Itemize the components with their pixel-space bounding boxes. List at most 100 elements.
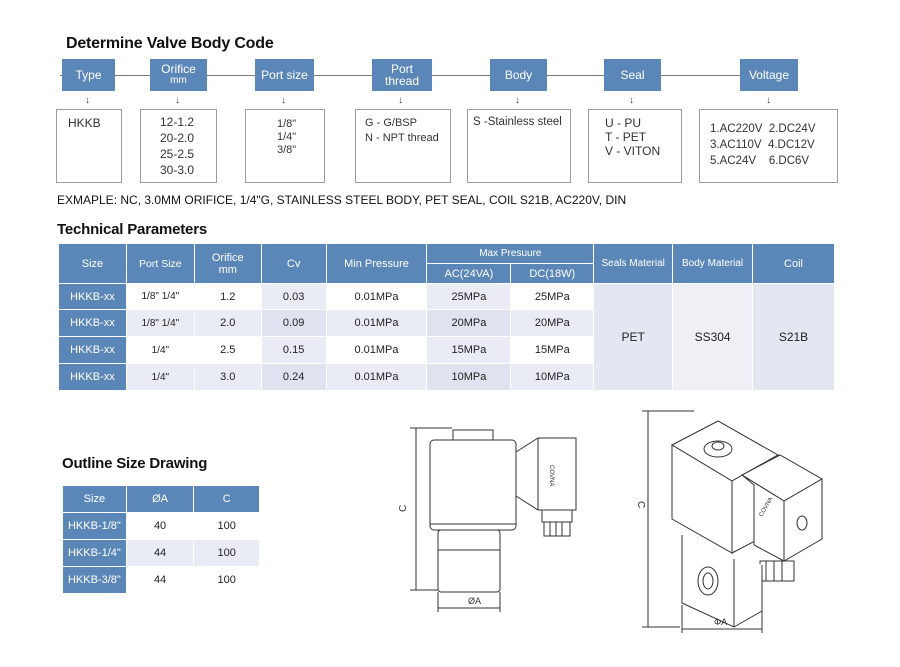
dim-a-label: ØA — [468, 596, 481, 606]
code-options-voltage: 1.AC220V 2.DC24V 3.AC110V 4.DC12V 5.AC24… — [699, 109, 838, 183]
option-orifice-0: 12-1.2 — [160, 115, 195, 129]
code-header-seal: Seal — [604, 59, 661, 91]
cell-outline-size: HKKB-3/8" — [62, 566, 127, 594]
cell-cv: 0.24 — [260, 363, 327, 391]
th-orifice-unit: mm — [218, 263, 237, 276]
option-orifice-1: 20-2.0 — [160, 131, 195, 145]
option-voltage-row-2: 5.AC24V 6.DC6V — [710, 153, 837, 169]
table-row: HKKB-1/4" 44 100 — [62, 539, 260, 567]
example-text: EXMAPLE: NC, 3.0MM ORIFICE, 1/4"G, STAIN… — [57, 193, 627, 207]
arrow-down-icon: ↓ — [766, 95, 771, 106]
code-header-port-thread: Port thread — [372, 59, 432, 91]
cell-orifice: 2.5 — [193, 336, 262, 364]
table-row: HKKB-xx 1/4" 2.5 0.15 0.01MPa 15MPa 15MP… — [58, 336, 835, 364]
cell-cv: 0.15 — [260, 336, 327, 364]
cell-ac: 15MPa — [426, 336, 512, 364]
cell-min: 0.01MPa — [325, 283, 428, 310]
table-row: HKKB-1/8" 40 100 — [62, 512, 260, 540]
section-title-tech: Technical Parameters — [57, 221, 207, 238]
cell-outline-a: 44 — [125, 566, 195, 594]
cell-ac: 25MPa — [426, 283, 512, 310]
dim-c-label: C — [398, 505, 409, 512]
code-options-port-thread: G - G/BSP N - NPT thread — [355, 109, 451, 183]
code-header-body: Body — [490, 59, 547, 91]
cell-size: HKKB-xx — [58, 363, 127, 391]
cell-min: 0.01MPa — [325, 336, 428, 364]
option-port-size-0: 1/8" — [277, 118, 297, 130]
code-options-orifice: 12-1.2 20-2.0 25-2.5 30-3.0 — [140, 109, 217, 183]
arrow-down-icon: ↓ — [629, 95, 634, 106]
th-dc: DC(18W) — [510, 263, 595, 284]
option-voltage-2: 2.DC24V — [768, 123, 816, 135]
option-port-size-2: 3/8" — [277, 144, 297, 156]
cell-min: 0.01MPa — [325, 309, 428, 337]
option-orifice-2: 25-2.5 — [160, 147, 195, 161]
cell-seals: PET — [593, 283, 674, 391]
cell-outline-c: 100 — [193, 539, 260, 567]
dim-c-label-iso: C — [635, 501, 646, 508]
code-header-port-thread-1: Port — [390, 62, 413, 76]
cell-outline-c: 100 — [193, 512, 260, 540]
option-seal-0: U - PU — [605, 116, 641, 130]
cell-outline-c: 100 — [193, 566, 260, 594]
code-header-voltage: Voltage — [740, 59, 798, 91]
cell-size: HKKB-xx — [58, 336, 127, 364]
code-header-type: Type — [62, 59, 115, 91]
arrow-down-icon: ↓ — [85, 95, 90, 106]
cell-min: 0.01MPa — [325, 363, 428, 391]
code-header-orifice-label: Orifice — [161, 62, 196, 76]
option-port-thread-0: G - G/BSP — [365, 117, 417, 129]
option-type-0: HKKB — [68, 116, 101, 130]
option-voltage-row-0: 1.AC220V 2.DC24V — [710, 121, 837, 137]
cell-cv: 0.03 — [260, 283, 327, 310]
code-options-seal: U - PU T - PET V - VITON — [588, 109, 682, 183]
dim-phi-a-label: ΦA — [714, 617, 727, 627]
option-voltage-3: 3.AC110V — [710, 139, 762, 151]
cell-outline-a: 40 — [125, 512, 195, 540]
option-port-thread-1: N - NPT thread — [365, 132, 439, 144]
cell-coil: S21B — [752, 283, 835, 391]
cell-port: 1/8" 1/4" — [125, 283, 195, 310]
cell-cv: 0.09 — [260, 309, 327, 337]
cell-port: 1/4" — [125, 363, 195, 391]
cell-outline-size: HKKB-1/4" — [62, 539, 127, 567]
code-options-port-size: 1/8" 1/4" 3/8" — [245, 109, 325, 183]
option-body-0: S -Stainless steel — [473, 116, 562, 128]
th-min-pressure: Min Pressure — [325, 243, 428, 284]
th-port-size: Port Size — [125, 243, 195, 284]
cell-size: HKKB-xx — [58, 283, 127, 310]
cell-dc: 10MPa — [510, 363, 595, 391]
code-header-port-thread-2: thread — [384, 74, 420, 88]
th-cv: Cv — [260, 243, 327, 284]
cell-outline-size: HKKB-1/8" — [62, 512, 127, 540]
valve-iso-drawing: COVNA C ΦA — [635, 410, 824, 633]
th-body-material: Body Material — [672, 243, 754, 284]
code-options-type: HKKB — [56, 109, 122, 183]
cell-dc: 20MPa — [510, 309, 595, 337]
option-port-size-1: 1/4" — [277, 131, 297, 143]
outline-size-table: Size ØA C HKKB-1/8" 40 100 HKKB-1/4" 44 … — [62, 485, 260, 594]
cell-orifice: 3.0 — [193, 363, 262, 391]
table-row: HKKB-xx 1/4" 3.0 0.24 0.01MPa 10MPa 10MP… — [58, 363, 835, 391]
section-title-outline: Outline Size Drawing — [62, 455, 208, 472]
table-row: HKKB-xx 1/8" 1/4" 1.2 0.03 0.01MPa 25MPa… — [58, 283, 835, 391]
th-outline-c: C — [193, 485, 260, 513]
option-voltage-5: 5.AC24V — [710, 155, 757, 167]
cell-ac: 20MPa — [426, 309, 512, 337]
option-voltage-4: 4.DC12V — [767, 139, 815, 151]
cell-dc: 15MPa — [510, 336, 595, 364]
code-options-body: S -Stainless steel — [467, 109, 571, 183]
th-outline-size: Size — [62, 485, 127, 513]
code-header-orifice: Orifice mm — [150, 59, 207, 91]
option-voltage-1: 1.AC220V — [710, 123, 763, 135]
option-seal-2: V - VITON — [605, 144, 661, 158]
section-title-body-code: Determine Valve Body Code — [66, 35, 274, 52]
th-size: Size — [58, 243, 127, 284]
cell-port: 1/4" — [125, 336, 195, 364]
cell-body: SS304 — [672, 283, 754, 391]
cell-ac: 10MPa — [426, 363, 512, 391]
table-row: HKKB-3/8" 44 100 — [62, 566, 260, 594]
arrow-down-icon: ↓ — [515, 95, 520, 106]
